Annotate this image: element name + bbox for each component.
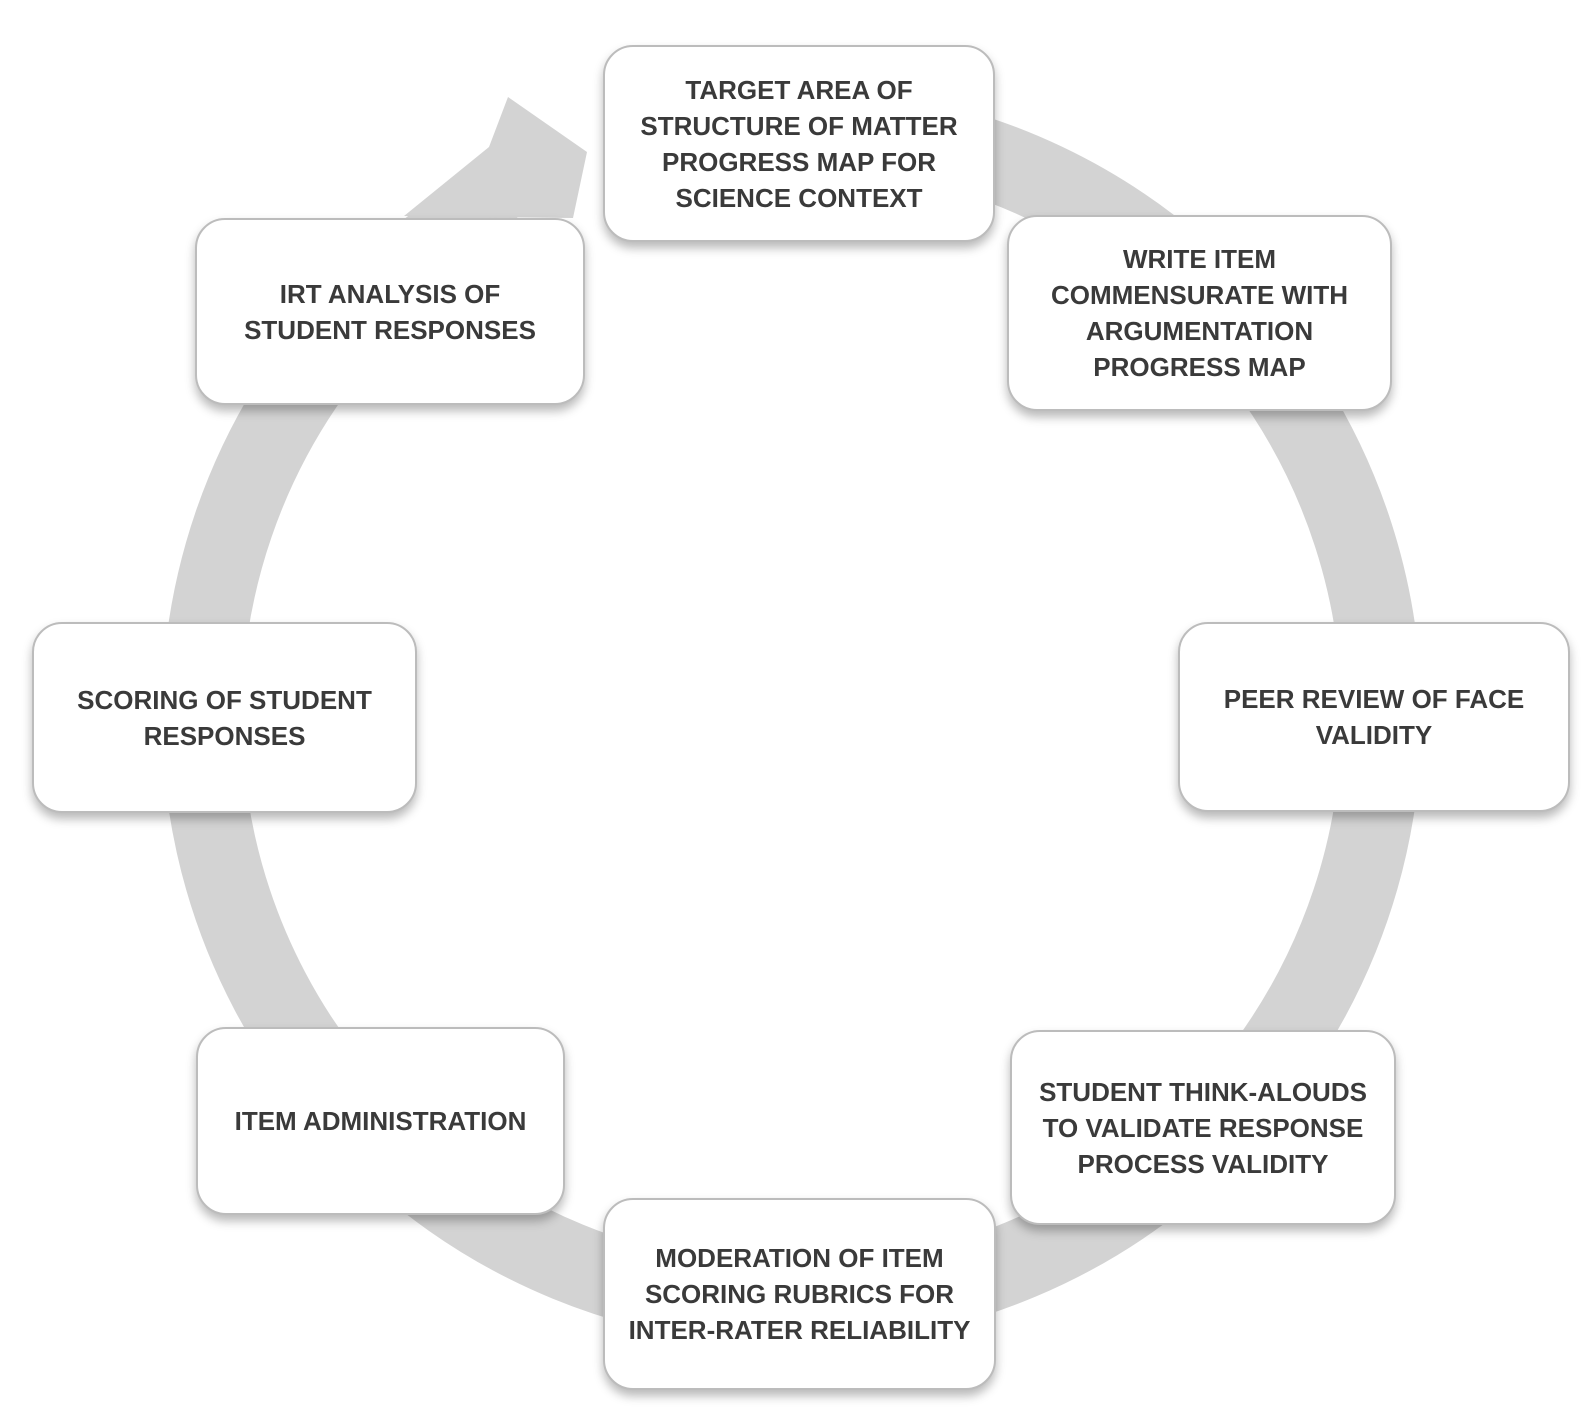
step-label: IRT ANALYSIS OF STUDENT RESPONSES: [244, 278, 536, 345]
step-box-moderation: MODERATION OF ITEM SCORING RUBRICS FOR I…: [603, 1198, 996, 1390]
step-label: PEER REVIEW OF FACE VALIDITY: [1223, 684, 1525, 750]
step-box-peer-review: PEER REVIEW OF FACE VALIDITY: [1178, 622, 1570, 812]
step-label: MODERATION OF ITEM SCORING RUBRICS FOR I…: [628, 1243, 971, 1345]
step-label: WRITE ITEM COMMENSURATE WITH ARGUMENTATI…: [1050, 244, 1349, 382]
step-label: TARGET AREA OF STRUCTURE OF MATTER PROGR…: [640, 74, 958, 213]
step-box-item-administration: ITEM ADMINISTRATION: [196, 1027, 565, 1215]
step-label: ITEM ADMINISTRATION: [234, 1106, 527, 1136]
step-box-student-think-alouds: STUDENT THINK-ALOUDS TO VALIDATE RESPONS…: [1010, 1030, 1396, 1225]
cycle-arrowhead-icon: [404, 97, 587, 218]
step-box-irt-analysis: IRT ANALYSIS OF STUDENT RESPONSES: [195, 218, 585, 405]
step-box-write-item: WRITE ITEM COMMENSURATE WITH ARGUMENTATI…: [1007, 215, 1392, 411]
step-label: STUDENT THINK-ALOUDS TO VALIDATE RESPONS…: [1039, 1076, 1367, 1179]
step-box-scoring: SCORING OF STUDENT RESPONSES: [32, 622, 417, 813]
step-box-target-area: TARGET AREA OF STRUCTURE OF MATTER PROGR…: [603, 45, 995, 242]
step-label: SCORING OF STUDENT RESPONSES: [77, 684, 372, 751]
